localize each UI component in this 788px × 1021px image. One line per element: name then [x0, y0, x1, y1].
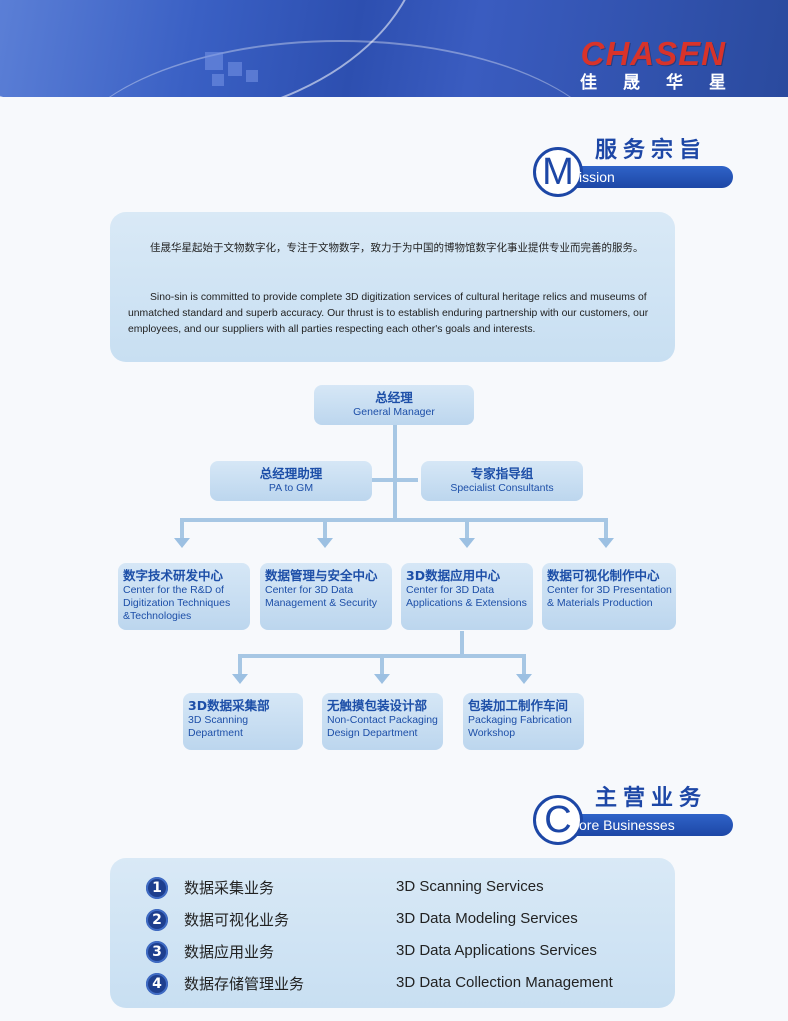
business-name-en: 3D Data Modeling Services: [396, 910, 578, 927]
node-title-cn: 包装加工制作车间: [468, 698, 569, 713]
org-connector: [380, 654, 384, 674]
node-title-cn: 专家指导组: [470, 466, 534, 481]
business-name-cn: 数据可视化业务: [184, 911, 290, 929]
org-connector: [180, 518, 608, 522]
business-name-en: 3D Data Collection Management: [396, 974, 613, 991]
business-name-cn: 数据应用业务: [184, 943, 275, 961]
node-title-cn: 3D数据采集部: [188, 698, 270, 713]
org-node-department: 包装加工制作车间 Packaging Fabrication Workshop: [463, 693, 584, 750]
mission-heading: M 服务宗旨 ission: [533, 138, 733, 201]
node-title-en: Center for 3D Data Management & Security: [265, 584, 378, 609]
node-title-en: PA to GM: [268, 482, 314, 494]
list-item: 2 数据可视化业务 3D Data Modeling Services: [146, 907, 666, 935]
decorative-pixel: [228, 62, 242, 76]
number-badge: 2: [146, 909, 168, 931]
decorative-pixel: [246, 70, 258, 82]
mission-title-cn: 服务宗旨: [595, 138, 708, 163]
node-title-en: Non-Contact Packaging Design Department: [327, 714, 438, 739]
business-name-en: 3D Data Applications Services: [396, 942, 597, 959]
node-title-cn: 总经理助理: [259, 466, 323, 481]
node-title-cn: 无触摸包装设计部: [327, 698, 428, 713]
org-connector: [522, 654, 526, 674]
heading-bar: [555, 814, 733, 836]
brand-logo: CHASEN 佳晟华星: [580, 36, 726, 94]
org-connector: [465, 518, 469, 538]
heading-initial: M: [533, 147, 583, 197]
arrow-down-icon: [374, 674, 390, 684]
decorative-pixel: [205, 52, 223, 70]
node-title-cn: 总经理: [375, 390, 413, 405]
number-badge: 4: [146, 973, 168, 995]
arrow-down-icon: [598, 538, 614, 548]
node-title-en: General Manager: [353, 406, 435, 418]
decorative-pixel: [212, 74, 224, 86]
node-title-en: Center for 3D Presentation & Materials P…: [547, 584, 672, 609]
arrow-down-icon: [516, 674, 532, 684]
core-title-cn: 主营业务: [595, 786, 708, 811]
org-connector: [372, 478, 418, 482]
org-node-center: 数字技术研发中心 Center for the R&D of Digitizat…: [118, 563, 250, 630]
number-badge: 1: [146, 877, 168, 899]
arrow-down-icon: [174, 538, 190, 548]
core-businesses-box: 1 数据采集业务 3D Scanning Services 2 数据可视化业务 …: [110, 858, 675, 1008]
mission-text-en: Sino-sin is committed to provide complet…: [128, 292, 649, 335]
org-node-center: 数据管理与安全中心 Center for 3D Data Management …: [260, 563, 392, 630]
decorative-arc: [60, 40, 620, 97]
org-node-department: 无触摸包装设计部 Non-Contact Packaging Design De…: [322, 693, 443, 750]
mission-statement-box: 佳晟华星起始于文物数字化，专注于文物数字，致力于为中国的博物馆数字化事业提供专业…: [110, 212, 675, 362]
node-title-en: 3D Scanning Department: [188, 714, 249, 739]
business-name-cn: 数据采集业务: [184, 879, 275, 897]
list-item: 1 数据采集业务 3D Scanning Services: [146, 875, 666, 903]
org-node-department: 3D数据采集部 3D Scanning Department: [183, 693, 303, 750]
heading-initial: C: [533, 795, 583, 845]
arrow-down-icon: [317, 538, 333, 548]
node-title-cn: 3D数据应用中心: [406, 568, 501, 583]
logo-wordmark: CHASEN: [580, 35, 726, 72]
node-title-cn: 数据管理与安全中心: [265, 568, 378, 583]
org-connector: [323, 518, 327, 538]
business-name-en: 3D Scanning Services: [396, 878, 544, 895]
mission-title-en: ission: [579, 169, 615, 185]
node-title-en: Center for 3D Data Applications & Extens…: [406, 584, 527, 609]
arrow-down-icon: [459, 538, 475, 548]
org-node-general-manager: 总经理 General Manager: [314, 385, 474, 425]
brand-name-cn: 佳晟华星: [580, 73, 752, 93]
number-badge: 3: [146, 941, 168, 963]
arrow-down-icon: [232, 674, 248, 684]
org-connector: [238, 654, 242, 674]
node-title-en: Packaging Fabrication Workshop: [468, 714, 572, 739]
node-title-en: Specialist Consultants: [450, 482, 554, 494]
heading-bar: [555, 166, 733, 188]
org-node-center: 数据可视化制作中心 Center for 3D Presentation & M…: [542, 563, 676, 630]
list-item: 3 数据应用业务 3D Data Applications Services: [146, 939, 666, 967]
header-banner: CHASEN 佳晟华星: [0, 0, 788, 97]
node-title-cn: 数据可视化制作中心: [547, 568, 660, 583]
org-node-specialist-consultants: 专家指导组 Specialist Consultants: [421, 461, 583, 501]
org-node-center: 3D数据应用中心 Center for 3D Data Applications…: [401, 563, 533, 630]
core-title-en: ore Businesses: [579, 817, 675, 833]
business-name-cn: 数据存储管理业务: [184, 975, 305, 993]
org-connector: [393, 424, 397, 520]
org-connector: [460, 631, 464, 655]
core-businesses-heading: C 主营业务 ore Businesses: [533, 786, 733, 849]
list-item: 4 数据存储管理业务 3D Data Collection Management: [146, 971, 666, 999]
node-title-cn: 数字技术研发中心: [123, 568, 224, 583]
node-title-en: Center for the R&D of Digitization Techn…: [123, 584, 231, 622]
mission-text-cn: 佳晟华星起始于文物数字化，专注于文物数字，致力于为中国的博物馆数字化事业提供专业…: [150, 242, 644, 254]
org-node-pa-to-gm: 总经理助理 PA to GM: [210, 461, 372, 501]
org-connector: [180, 518, 184, 538]
org-connector: [604, 518, 608, 538]
